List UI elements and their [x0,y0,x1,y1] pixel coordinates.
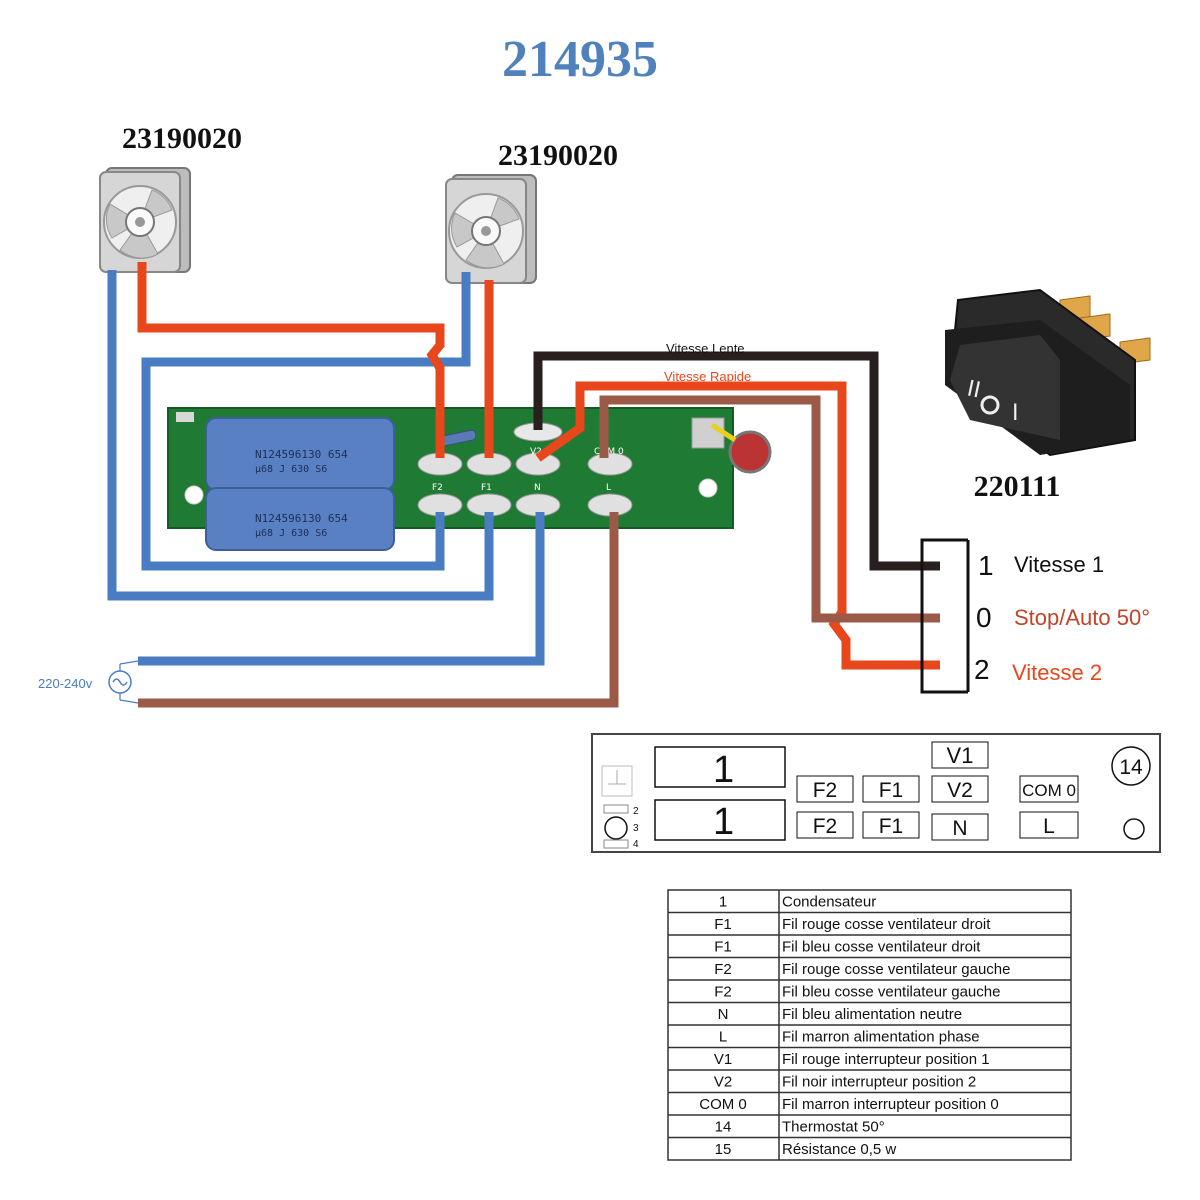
wire-orange-fan-left-to-f2 [137,262,445,458]
layout-mid-f2: F2 [813,779,838,802]
legend-code: V1 [714,1051,732,1068]
switch-pos-0-label: Stop/Auto 50° [1014,605,1150,630]
legend-description: Fil noir interrupteur position 2 [782,1074,976,1091]
layout-bot-f2: F2 [813,815,838,838]
terminal-label-f2: F2 [432,483,443,493]
fan-left-part-number: 23190020 [122,122,242,155]
fan-right-part-number: 23190020 [498,139,618,172]
legend-description: Fil rouge cosse ventilateur droit [782,916,991,933]
layout-bot-n: N [952,817,967,840]
legend-code: F1 [714,939,732,956]
terminal-label-l: L [606,483,611,493]
layout-v1: V1 [947,743,974,768]
terminal-label-com0: COM 0 [594,447,624,457]
switch-part-number: 220111 [974,470,1061,503]
legend-code: L [719,1029,727,1046]
terminal-top-com0 [587,452,633,476]
layout-thermostat: 14 [1119,756,1143,779]
wire-orange-v2-to-switch2 [535,381,940,670]
legend-code: V2 [714,1074,732,1091]
board-layout-box: 2 3 4 1 1 V1 F2 F1 V2 COM 0 F2 F1 N L 14 [591,733,1161,853]
wire-brown-com0-to-switch0 [599,395,940,623]
fan-left [99,167,191,273]
legend-description: Fil rouge interrupteur position 1 [782,1051,990,1068]
legend-code: COM 0 [699,1096,747,1113]
layout-small-2: 2 [633,806,639,817]
terminal-label-v2: V2 [530,447,542,457]
layout-small-3: 3 [633,823,639,834]
layout-cap-2: 1 [713,801,734,843]
legend-code: 15 [715,1141,732,1158]
terminal-label-n: N [534,483,541,493]
legend-description: Fil marron alimentation phase [782,1029,980,1046]
ac-source-icon [108,660,139,704]
wire-black-v1-to-switch1 [533,351,940,571]
wire-blue-neutral [138,512,545,666]
terminal-label-f1: F1 [481,483,492,493]
layout-mid-com0: COM 0 [1022,781,1076,800]
power-label: 220-240v [38,676,93,691]
capacitor-2-label: N124596130 654 [255,512,348,525]
switch-pos-2-label: Vitesse 2 [1012,660,1102,685]
legend-description: Fil rouge cosse ventilateur gauche [782,961,1010,978]
legend-description: Thermostat 50° [782,1119,885,1136]
legend-description: Fil bleu cosse ventilateur droit [782,939,981,956]
legend-description: Fil bleu alimentation neutre [782,1006,962,1023]
wire-label-fast: Vitesse Rapide [664,369,751,384]
legend-code: N [718,1006,729,1023]
legend-description: Résistance 0,5 w [782,1141,896,1158]
capacitor-2-sublabel: µ68 J 630 S6 [255,528,327,539]
layout-mid-v2: V2 [947,779,973,802]
legend-code: F1 [714,916,732,933]
svg-text:II: II [965,376,983,403]
layout-mid-f1: F1 [879,779,904,802]
pcb-board: N124596130 654 µ68 J 630 S6 N124596130 6… [167,407,772,551]
layout-small-4: 4 [633,839,639,850]
legend-code: 14 [715,1119,732,1136]
switch-pos-2-num: 2 [974,654,990,685]
wires [107,262,940,708]
capacitor-1-sublabel: µ68 J 630 S6 [255,464,327,475]
legend-description: Condensateur [782,894,876,911]
legend-description: Fil marron interrupteur position 0 [782,1096,999,1113]
legend-code: 1 [719,894,727,911]
legend-code: F2 [714,961,732,978]
capacitor-1-label: N124596130 654 [255,448,348,461]
layout-bot-f1: F1 [879,815,904,838]
switch-pos-1-label: Vitesse 1 [1014,552,1104,577]
layout-cap-1: 1 [713,749,734,791]
wire-brown-phase [138,512,619,708]
layout-bot-l: L [1043,815,1055,838]
legend-code: F2 [714,984,732,1001]
wire-label-slow: Vitesse Lente [666,341,745,356]
rocker-switch: II I [945,288,1151,457]
wire-blue-fan-left-to-f1 [107,270,494,601]
switch-pos-1-num: 1 [978,550,994,581]
wire-blue-fan-right-to-f2 [141,272,471,571]
page-title: 214935 [502,31,658,88]
legend-description: Fil bleu cosse ventilateur gauche [782,984,1000,1001]
switch-pos-0-num: 0 [976,602,992,633]
fan-right [445,174,537,284]
svg-text:I: I [1012,401,1019,426]
switch-connector [920,538,970,694]
